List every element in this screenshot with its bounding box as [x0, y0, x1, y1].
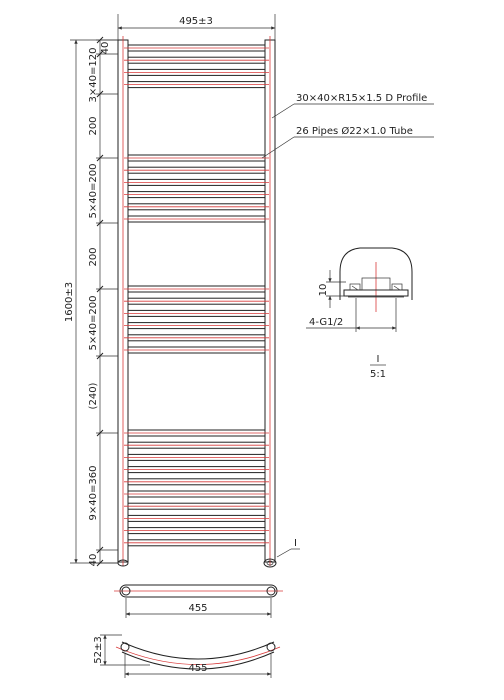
overall-height-label: 1600±3: [64, 282, 75, 322]
pipe: [124, 154, 269, 162]
dimension-tick-mark: [96, 50, 104, 58]
curved-width-label: 455: [188, 663, 207, 674]
dim-group2: 5×40=200: [88, 164, 99, 219]
pipe: [124, 178, 269, 186]
pipe: [124, 81, 269, 89]
dim-gap1: 200: [88, 116, 99, 135]
detail-scale: 5:1: [370, 369, 386, 380]
dimension-tick-mark: [96, 154, 104, 162]
dimension-tick-mark: [96, 36, 104, 44]
dimension-tick-mark: [96, 546, 104, 554]
dim-gap2: 200: [88, 247, 99, 266]
curved-plan-view: 52±3 455: [93, 634, 281, 678]
dim-gap3: (240): [88, 382, 99, 409]
dim-bottom-offset: 40: [88, 554, 99, 567]
pipe: [124, 322, 269, 330]
pipe: [124, 490, 269, 498]
pipe: [124, 203, 269, 211]
pipe: [124, 191, 269, 199]
overall-width-dimension: 495±3: [117, 14, 276, 40]
detail-height-dim: 10: [318, 284, 329, 297]
dimension-tick-mark: [96, 285, 104, 293]
bottom-valves: [117, 558, 277, 568]
pipe: [124, 429, 269, 437]
profile-callout: 30×40×R15×1.5 D Profile: [271, 93, 434, 119]
pipe: [124, 309, 269, 317]
pipes-callout: 26 Pipes Ø22×1.0 Tube: [261, 125, 434, 159]
dimension-tick-mark: [96, 90, 104, 98]
dimension-tick-mark: [96, 429, 104, 437]
curve-depth-label: 52±3: [93, 636, 104, 663]
bottom-plan-view: 455: [114, 584, 283, 618]
pipe: [124, 166, 269, 174]
detail-title: I: [377, 354, 380, 365]
dimension-tick-mark: [96, 559, 104, 567]
dim-group4: 9×40=360: [88, 466, 99, 521]
segment-dimension-chain: 40 3×40=120 200 5×40=200 200 5×40=200 (2…: [88, 36, 118, 567]
pipe: [124, 44, 269, 52]
pipe: [124, 297, 269, 305]
pipe: [124, 514, 269, 522]
pipe: [124, 56, 269, 64]
detail-marker-text: I: [294, 538, 297, 549]
pipe: [124, 466, 269, 474]
dimension-tick-mark: [96, 352, 104, 360]
detail-marker-callout: I: [276, 538, 300, 558]
dim-top-offset: 40: [100, 42, 111, 55]
dimension-tick-mark: [96, 219, 104, 227]
profile-callout-text: 30×40×R15×1.5 D Profile: [296, 93, 427, 104]
overall-width-label: 495±3: [179, 16, 213, 27]
dim-group3: 5×40=200: [88, 296, 99, 351]
pipe: [124, 285, 269, 293]
pipe: [124, 453, 269, 461]
pipe: [124, 215, 269, 223]
bottom-width-label: 455: [188, 603, 207, 614]
pipes-callout-text: 26 Pipes Ø22×1.0 Tube: [296, 125, 413, 137]
pipe: [124, 346, 269, 354]
pipe: [124, 527, 269, 535]
pipe: [124, 334, 269, 342]
detail-view: 10 4-G1/2 I 5:1: [306, 247, 413, 380]
detail-thread-dim: 4-G1/2: [309, 317, 343, 328]
pipe: [124, 502, 269, 510]
pipe: [124, 539, 269, 547]
horizontal-pipes: [124, 44, 269, 547]
pipe: [124, 478, 269, 486]
pipe: [124, 68, 269, 76]
pipe: [124, 441, 269, 449]
dim-group1: 3×40=120: [88, 48, 99, 103]
